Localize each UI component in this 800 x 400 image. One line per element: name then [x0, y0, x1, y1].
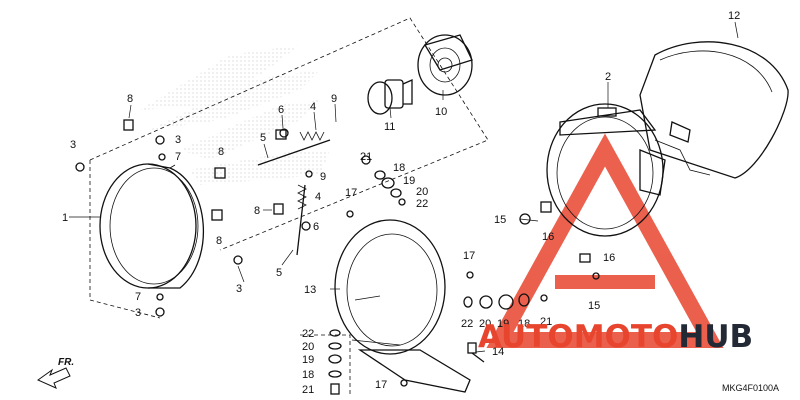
bolt-14 — [467, 342, 485, 363]
headlight-ring — [546, 103, 666, 237]
callout-18: 18 — [302, 369, 314, 381]
callout-4: 4 — [310, 101, 316, 113]
front-direction-arrow — [36, 367, 71, 389]
callout-6: 6 — [278, 104, 284, 116]
boundary-upper — [89, 17, 489, 251]
collar-16-b — [579, 253, 591, 263]
callout-1: 1 — [62, 212, 68, 224]
callout-9: 9 — [320, 171, 326, 183]
clip-8-right — [211, 209, 223, 221]
nut-9 — [305, 170, 313, 178]
callout-3: 3 — [236, 283, 242, 295]
callout-8: 8 — [127, 93, 133, 105]
boundary-left — [89, 160, 161, 319]
callout-17: 17 — [463, 250, 475, 262]
callout-16: 16 — [603, 252, 615, 264]
callout-15: 15 — [588, 300, 600, 312]
callout-11: 11 — [384, 121, 395, 133]
brand-backdrop — [140, 45, 330, 185]
screw-3-d — [155, 307, 165, 317]
callout-8: 8 — [254, 205, 260, 217]
callout-6: 6 — [313, 221, 319, 233]
callout-8: 8 — [216, 235, 222, 247]
screw-3-c — [233, 255, 243, 265]
clip-8-upper — [123, 119, 134, 131]
callout-19: 19 — [302, 354, 314, 366]
watermark-text-accent: AUTOMOTO — [478, 319, 678, 355]
callout-20: 20 — [479, 318, 491, 330]
clip-8-mid — [214, 167, 226, 179]
direction-label: FR. — [58, 357, 74, 368]
nut-17-a — [346, 210, 354, 218]
callout-3: 3 — [70, 139, 76, 151]
callout-13: 13 — [304, 284, 316, 296]
callout-16: 16 — [542, 231, 554, 243]
callout-21: 21 — [360, 151, 372, 163]
mount-kit-lower — [328, 329, 342, 395]
callout-7: 7 — [135, 291, 141, 303]
callout-10: 10 — [435, 106, 447, 118]
nut-17-c — [400, 379, 408, 387]
watermark-logo — [486, 133, 724, 348]
headlight-bulb — [367, 78, 413, 115]
watermark-text: AUTOMOTOHUB — [478, 319, 753, 355]
nut-7-a — [158, 153, 166, 161]
callout-3: 3 — [175, 134, 181, 146]
callout-8: 8 — [218, 146, 224, 158]
grommet-15-b — [592, 272, 600, 280]
nut-6-a — [279, 128, 289, 138]
mount-kit-side — [463, 293, 548, 310]
watermark-text-dark: HUB — [678, 319, 753, 355]
callout-2: 2 — [605, 71, 611, 83]
callout-5: 5 — [260, 132, 266, 144]
callout-18: 18 — [518, 318, 530, 330]
callout-7: 7 — [175, 151, 181, 163]
callout-22: 22 — [461, 318, 473, 330]
headlight-bracket — [334, 219, 471, 393]
callout-20: 20 — [416, 186, 428, 198]
mount-kit-upper — [361, 155, 406, 206]
headlight-unit — [99, 163, 205, 289]
diagram-code: MKG4F0100A — [722, 383, 779, 393]
callout-5: 5 — [276, 267, 282, 279]
callout-14: 14 — [492, 346, 504, 358]
callout-4: 4 — [315, 191, 321, 203]
collar-16-a — [540, 201, 552, 213]
callout-20: 20 — [302, 341, 314, 353]
nut-6-b — [301, 221, 311, 231]
boundary-lines — [89, 17, 489, 396]
headlight-case — [639, 41, 789, 179]
adjuster-lower — [273, 184, 307, 256]
callout-15: 15 — [494, 214, 506, 226]
boundary-kit — [300, 334, 351, 396]
callout-18: 18 — [393, 162, 405, 174]
screw-3-b — [155, 135, 165, 145]
leader-lines — [69, 21, 739, 353]
hardware — [75, 119, 600, 387]
callout-12: 12 — [728, 10, 740, 22]
callout-17: 17 — [345, 187, 357, 199]
callout-21: 21 — [302, 384, 314, 396]
callout-9: 9 — [331, 93, 337, 105]
socket-cover — [417, 34, 473, 96]
nut-17-b — [466, 271, 474, 279]
nut-7-b — [156, 293, 164, 301]
callout-19: 19 — [403, 175, 415, 187]
callout-labels: 12 2 8 6 4 9 10 11 3 3 7 5 8 21 18 19 20… — [62, 10, 740, 396]
callout-17: 17 — [375, 379, 387, 391]
callout-19: 19 — [497, 318, 509, 330]
watermark-triangle — [486, 133, 724, 348]
callout-3: 3 — [135, 307, 141, 319]
callout-22: 22 — [302, 328, 314, 340]
watermark-bar — [555, 275, 655, 289]
screw-3-a — [75, 162, 85, 172]
callout-22: 22 — [416, 198, 428, 210]
callout-21: 21 — [540, 316, 552, 328]
